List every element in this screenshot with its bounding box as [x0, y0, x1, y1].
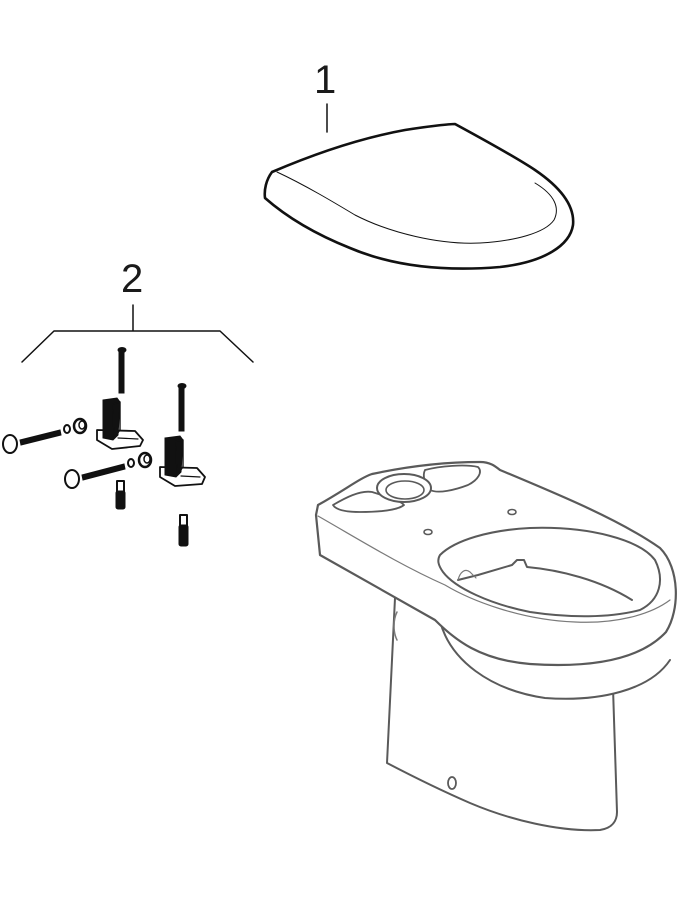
part-label-1: 1: [314, 58, 336, 102]
hinge-right: [159, 435, 206, 487]
bowl-pedestal: [386, 597, 618, 832]
bushing-bottom: [137, 451, 153, 469]
bolt-top: [19, 429, 62, 446]
washer-bottom: [127, 458, 135, 468]
base-fixing-hole: [447, 776, 457, 790]
bolt-assembly-bottom: [64, 451, 153, 489]
toilet-bowl: [314, 460, 677, 832]
flush-inlet-inner: [385, 480, 425, 500]
bolt-assembly-top: [2, 417, 88, 454]
part-1-seat-lid: 1: [263, 58, 575, 270]
vertical-screw-left: [117, 347, 127, 394]
bowl-inner-jet: [457, 569, 477, 581]
seat-lid-outline: [263, 122, 575, 270]
bracket-line-2: [21, 304, 254, 363]
seat-hole-left: [423, 528, 433, 536]
bushing-top: [72, 417, 88, 435]
hinge-left: [96, 397, 144, 450]
washer-top: [63, 424, 71, 434]
pedestal-side-notch: [393, 611, 398, 641]
dowel-left: [115, 480, 126, 510]
seat-lid-inner-edge: [276, 171, 557, 244]
cover-cap-bottom: [64, 469, 80, 489]
bowl-inner-well: [457, 559, 633, 601]
part-label-2: 2: [121, 257, 143, 301]
vertical-screw-right: [177, 383, 187, 432]
cover-cap-top: [2, 434, 18, 454]
dowel-right: [178, 514, 189, 547]
part-2-hinge-set: 2: [2, 257, 254, 547]
bolt-bottom: [81, 463, 126, 481]
seat-hole-right: [507, 508, 517, 516]
deck-front-edge: [317, 515, 671, 623]
